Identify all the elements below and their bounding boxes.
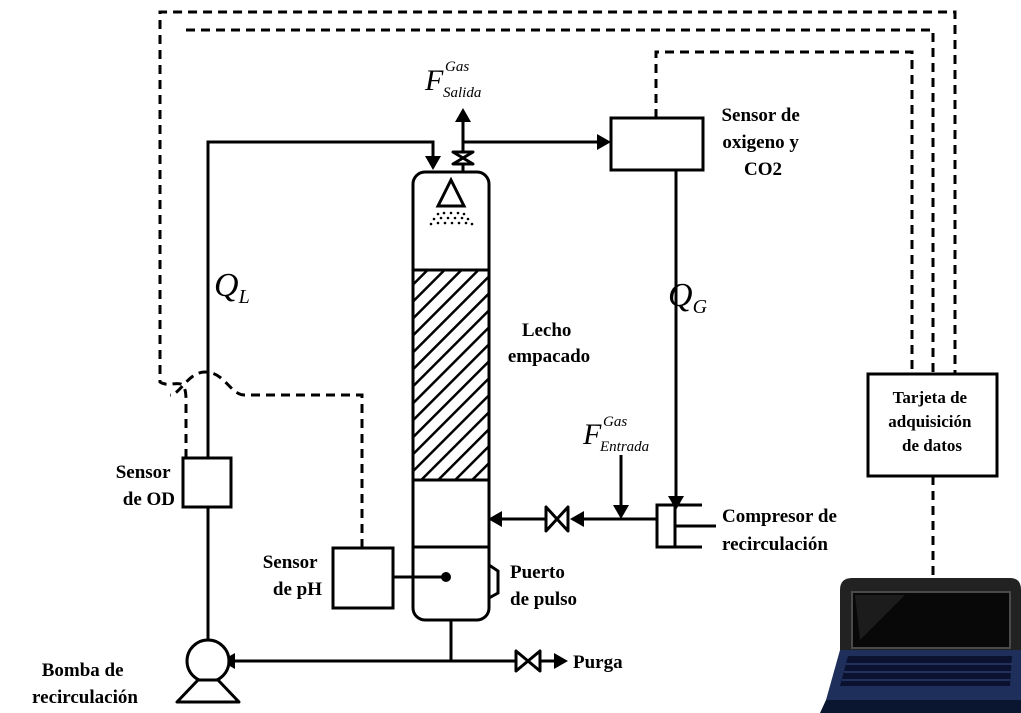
ph-sensor-label: Sensor de pH [263, 552, 323, 600]
compressor-icon [657, 505, 716, 547]
svg-text:Gas: Gas [445, 59, 469, 75]
oxygen-sensor-label: Sensor de oxigeno y CO2 [721, 105, 804, 180]
do-sensor-label: Sensor de OD [116, 462, 175, 510]
svg-text:F: F [424, 64, 444, 97]
pump-label: Bomba de recirculación [32, 660, 138, 708]
gas-inlet-valve [546, 507, 568, 531]
compressor-label: Compresor de recirculación [722, 506, 842, 555]
purge-label: Purga [573, 652, 623, 673]
packed-column [393, 172, 498, 620]
ph-probe-tip [441, 572, 451, 582]
liquid-inlet-arrow [425, 156, 441, 170]
q-liquid-symbol: QL [214, 267, 250, 308]
ph-sensor-box [333, 548, 393, 608]
gas-to-sensor-arrow [597, 134, 611, 150]
svg-text:Entrada: Entrada [599, 439, 649, 455]
svg-text:Salida: Salida [443, 85, 481, 101]
signal-line-do-sensor [160, 12, 955, 458]
signal-line-oxygen-sensor [656, 52, 912, 374]
svg-text:F: F [582, 418, 602, 451]
q-gas-symbol: QG [668, 277, 708, 318]
do-sensor-box [183, 458, 231, 507]
packed-bed [413, 270, 489, 480]
svg-text:Gas: Gas [603, 414, 627, 430]
gate-valve-icon [516, 651, 540, 671]
gas-return-arrow-1 [570, 511, 584, 527]
liquid-bottom-line [233, 620, 510, 661]
purge-line [510, 651, 568, 671]
packed-bed-label: Lecho empacado [508, 320, 590, 367]
centrifugal-pump-icon [177, 640, 239, 702]
f-gas-out-symbol: F Gas Salida [424, 59, 481, 101]
oxygen-sensor-box [611, 118, 703, 170]
f-gas-in-symbol: F Gas Entrada [582, 414, 649, 455]
gas-outlet-valve [453, 152, 473, 164]
laptop-icon [820, 578, 1021, 713]
gas-feed-arrow [613, 505, 629, 519]
pulse-port-label: Puerto de pulso [510, 562, 577, 610]
gas-vent-arrow [455, 108, 471, 122]
